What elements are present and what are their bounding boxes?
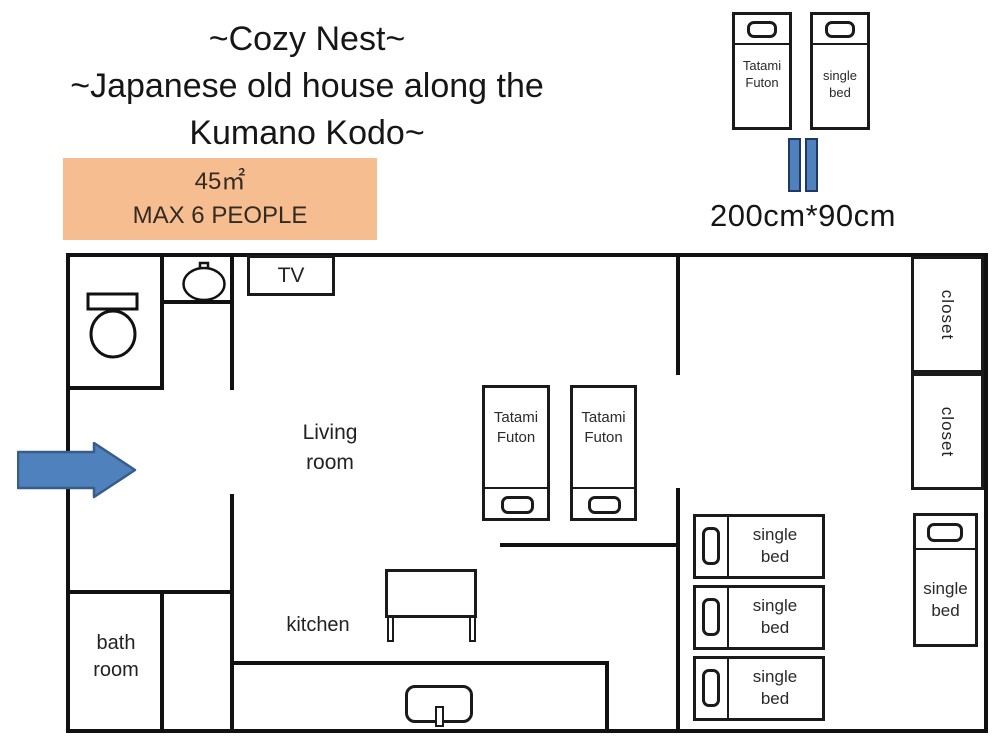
wall: [160, 300, 234, 304]
single-bed-label: single bed: [752, 525, 798, 566]
living-room-label: Living room: [302, 421, 358, 474]
single-bed: single bed: [693, 514, 825, 579]
tatami-futon-label: Tatami Futon: [493, 409, 539, 446]
kitchen-tap-icon: [435, 706, 444, 727]
bed-divider: [813, 43, 867, 45]
area-value: 45㎡: [194, 168, 246, 195]
bed-divider: [485, 487, 547, 489]
tv-stand: TV: [247, 255, 335, 296]
single-bed: single bed: [913, 513, 978, 647]
pillow-icon: [501, 496, 534, 514]
single-bed: single bed: [693, 656, 825, 721]
pillow-icon: [702, 598, 720, 636]
kitchen-counter-icon: [385, 569, 477, 618]
page-title: ~Cozy Nest~ ~Japanese old house along th…: [0, 16, 614, 157]
bed-divider: [727, 588, 729, 647]
wall: [160, 253, 164, 390]
wall: [230, 494, 234, 733]
title-line-2: ~Japanese old house along the: [70, 67, 544, 105]
single-bed: single bed: [693, 585, 825, 650]
bed-divider: [727, 659, 729, 718]
legend-tatami-futon-bed: Tatami Futon: [732, 12, 792, 130]
wall: [230, 253, 234, 390]
wall: [500, 543, 680, 547]
capacity-info-box: 45㎡ MAX 6 PEOPLE: [63, 158, 377, 240]
wall: [66, 253, 70, 733]
tatami-futon-label: Tatami Futon: [581, 409, 626, 446]
kitchen-counter-leg: [469, 616, 476, 642]
wall: [66, 590, 234, 594]
legend-single-bed: single bed: [810, 12, 870, 130]
bed-size-bars-icon: [805, 138, 818, 192]
title-line-1: ~Cozy Nest~: [208, 20, 406, 58]
legend-single-bed-label: single bed: [823, 68, 857, 100]
toilet-icon: [86, 292, 139, 359]
entrance-arrow-icon: [17, 442, 137, 499]
wall: [676, 488, 680, 733]
wall: [230, 661, 609, 665]
wall: [984, 253, 988, 733]
pillow-icon: [702, 527, 720, 565]
single-bed-label: single bed: [752, 596, 798, 637]
tv-label: TV: [277, 263, 305, 287]
bed-divider: [916, 548, 975, 550]
wall: [66, 386, 164, 390]
bed-divider: [727, 517, 729, 576]
tatami-futon-bed: Tatami Futon: [570, 385, 637, 521]
wall: [160, 590, 164, 733]
bed-divider: [573, 487, 634, 489]
bed-size-bars-icon: [788, 138, 801, 192]
tatami-futon-bed: Tatami Futon: [482, 385, 550, 521]
sink-icon: [182, 261, 226, 302]
bath-room-label: bath room: [93, 632, 139, 681]
kitchen-counter-leg: [387, 616, 394, 642]
single-bed-label: single bed: [752, 667, 798, 708]
single-bed-label: single bed: [923, 579, 968, 620]
closet-top: closet: [911, 256, 984, 373]
pillow-icon: [702, 669, 720, 707]
kitchen-label: kitchen: [286, 614, 350, 636]
pillow-icon: [825, 21, 855, 38]
closet-bottom: closet: [911, 373, 984, 490]
legend-tatami-futon-label: Tatami Futon: [742, 58, 782, 90]
pillow-icon: [588, 496, 621, 514]
wall: [605, 661, 609, 733]
pillow-icon: [747, 21, 777, 38]
title-line-3: Kumano Kodo~: [189, 114, 425, 152]
bed-dimensions-label: 200cm*90cm: [710, 198, 896, 233]
wall: [66, 253, 988, 257]
wall: [676, 253, 680, 375]
bed-divider: [735, 43, 789, 45]
max-people-value: MAX 6 PEOPLE: [132, 202, 308, 229]
pillow-icon: [927, 523, 963, 542]
wall: [66, 729, 988, 733]
